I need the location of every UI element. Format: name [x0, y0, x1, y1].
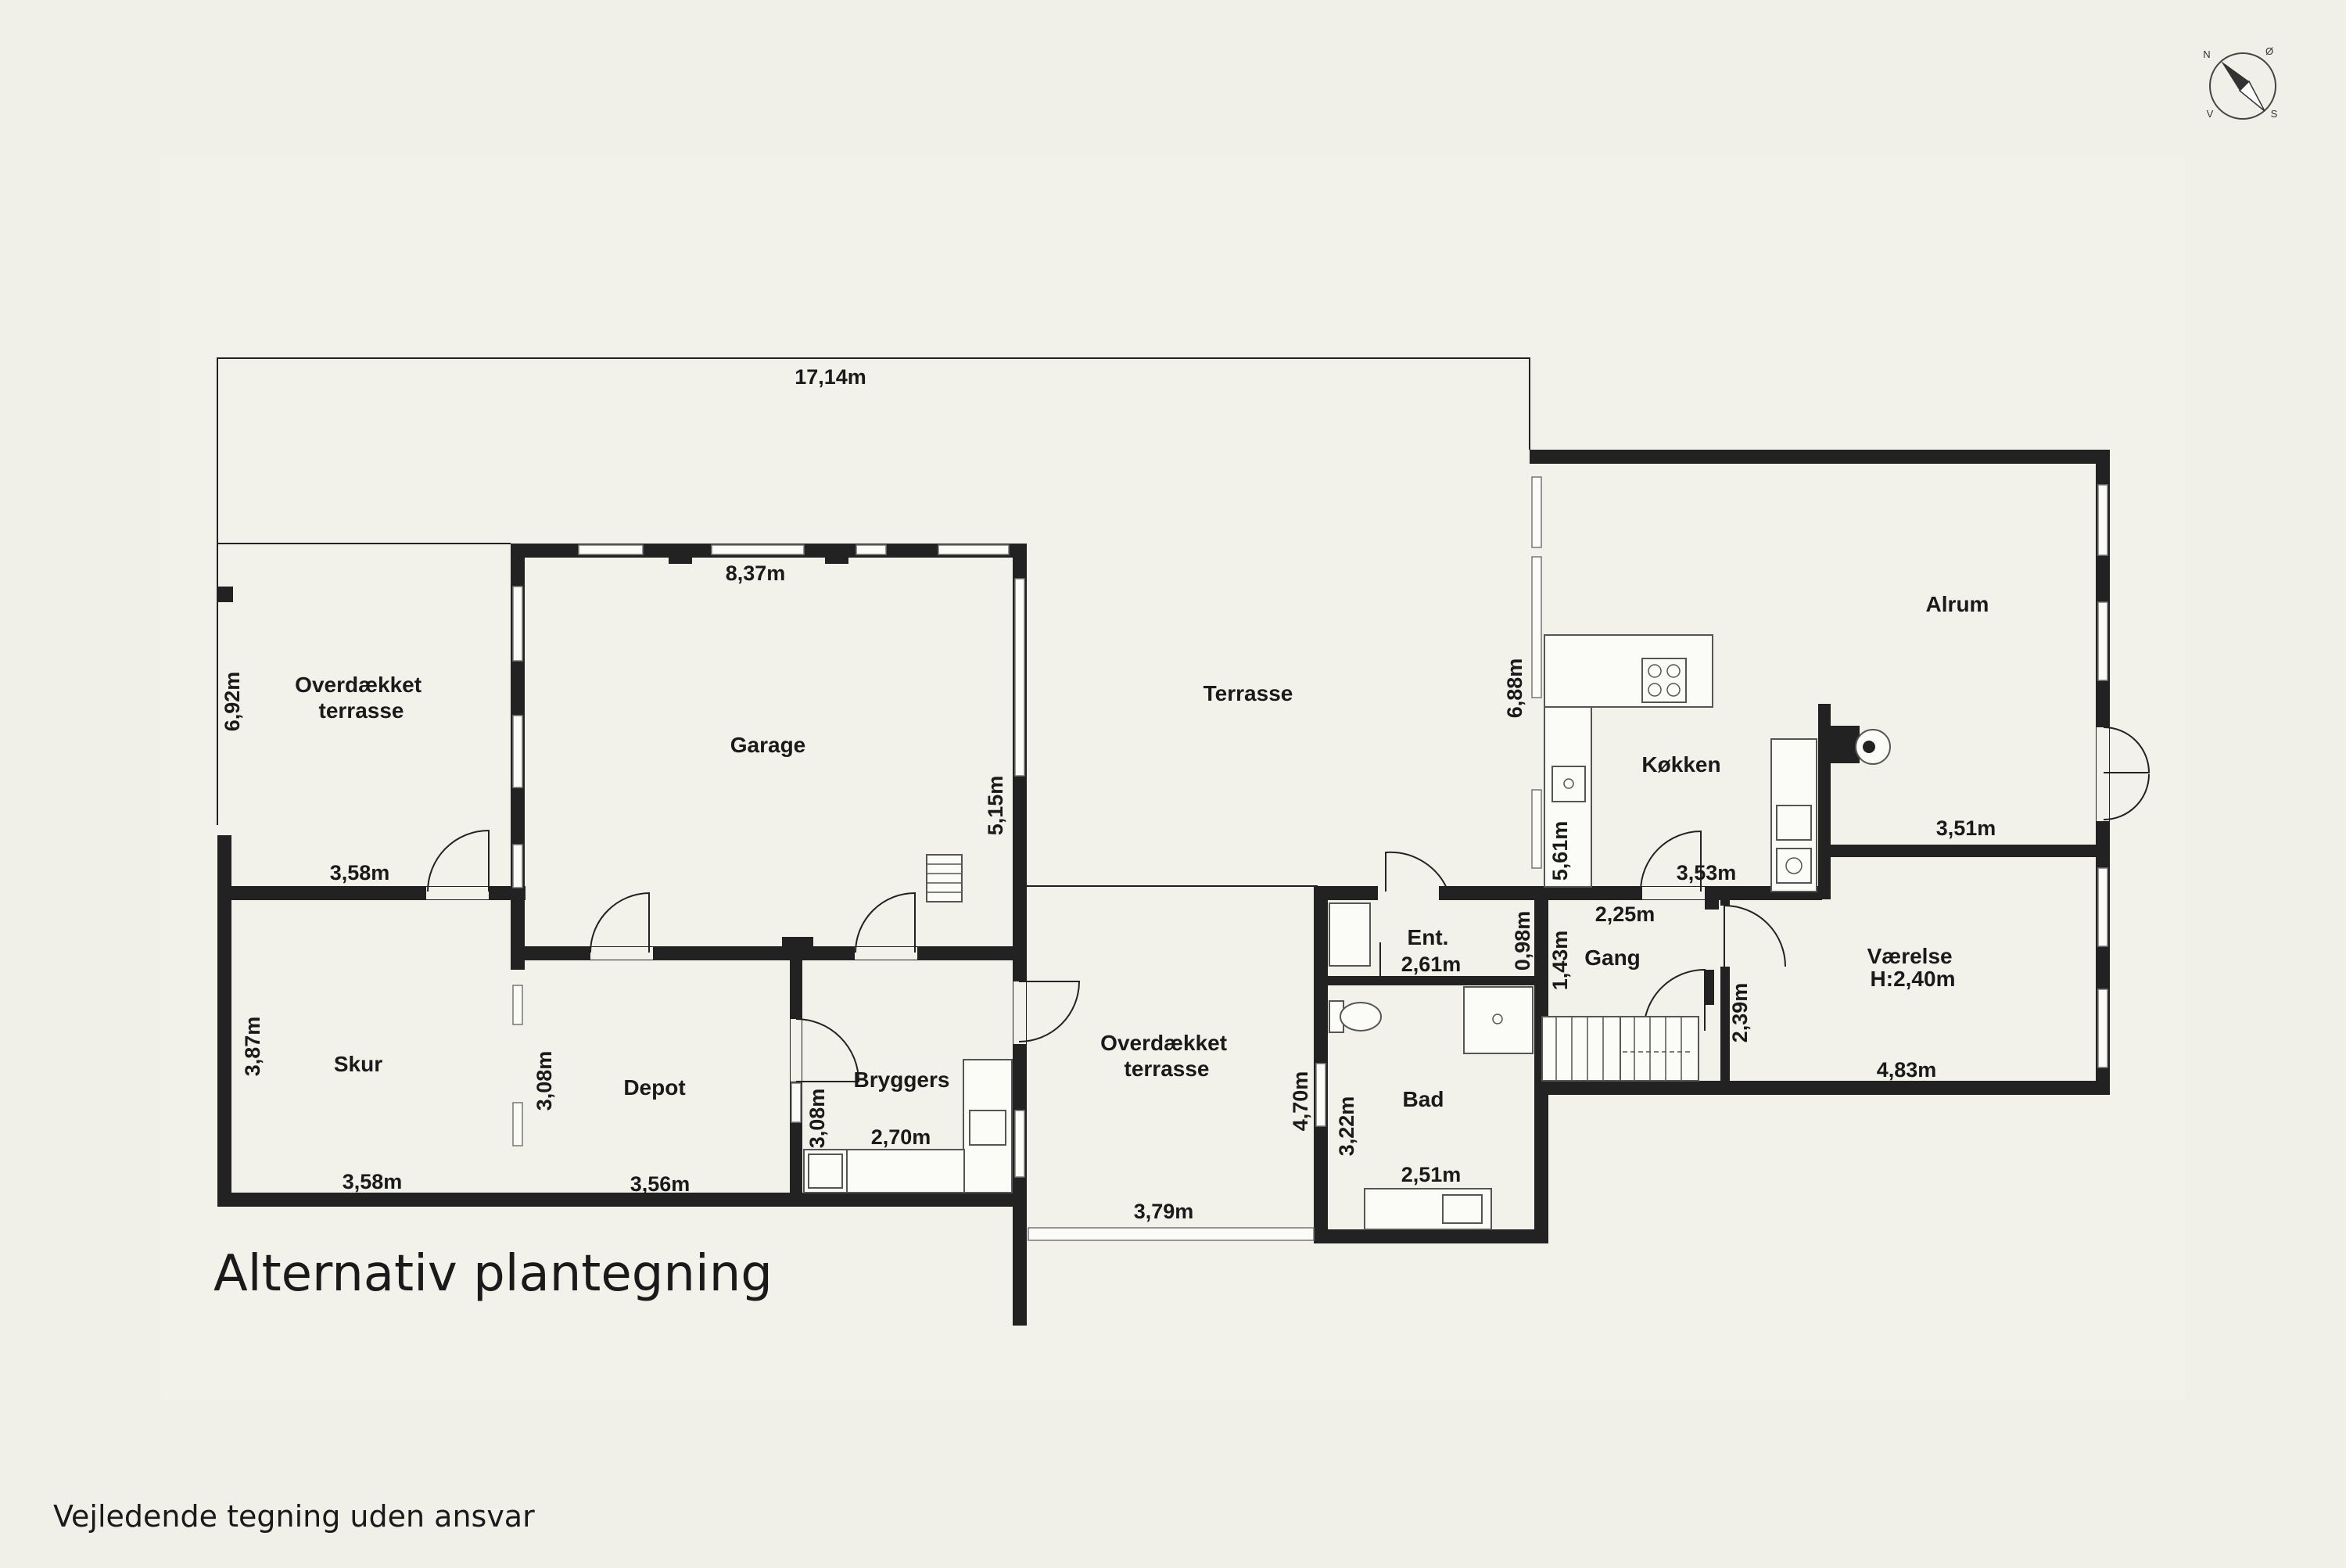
post — [825, 558, 848, 564]
dim-total-top: 17,14m — [795, 365, 866, 389]
room-alrum: Alrum — [1926, 592, 1989, 616]
room-labels: Overdækket terrasse Garage Terrasse Alru… — [295, 592, 1989, 1111]
plan-title: Alternativ plantegning — [213, 1245, 773, 1303]
room-terrasse: Terrasse — [1203, 681, 1293, 705]
stair-icon — [926, 854, 963, 902]
dim-skur-side: 3,87m — [241, 1017, 264, 1077]
room-ent: Ent. — [1408, 925, 1449, 949]
dim-vaerelse-bottom: 4,83m — [1877, 1058, 1937, 1082]
fixtures — [803, 634, 1891, 1230]
dim-alrum-bottom: 3,51m — [1936, 816, 1996, 840]
dim-garage-side: 5,15m — [984, 776, 1007, 836]
room-koekken: Køkken — [1641, 752, 1720, 777]
windows — [512, 476, 2108, 1241]
dim-gang-top: 2,25m — [1595, 902, 1655, 926]
kitchen-counter-right — [1770, 738, 1817, 892]
wardrobe — [1329, 902, 1371, 967]
compass-south: S — [2271, 108, 2278, 120]
dim-koekken-side: 5,61m — [1548, 821, 1572, 881]
bryggers-fixtures — [803, 1059, 1013, 1193]
dim-bad-side: 3,22m — [1335, 1096, 1358, 1157]
dim-terrasse2-side: 4,70m — [1289, 1071, 1312, 1132]
room-overdaekket-terrasse-1: Overdækket terrasse — [295, 673, 428, 723]
disclaimer-text: Vejledende tegning uden ansvar — [53, 1499, 535, 1534]
shower-icon — [1463, 986, 1534, 1054]
dim-ent-side: 0,98m — [1511, 911, 1534, 971]
dim-alrum-side: 6,88m — [1503, 658, 1526, 719]
compass-icon: N Ø S V — [2203, 45, 2278, 120]
compass-north: N — [2203, 48, 2210, 60]
kitchen-island — [1544, 634, 1713, 708]
room-bryggers: Bryggers — [854, 1067, 950, 1092]
dim-gang-side: 1,43m — [1548, 931, 1572, 991]
dim-koekken-bottom: 3,53m — [1677, 861, 1737, 884]
post — [217, 587, 233, 602]
dim-ent-width: 2,61m — [1401, 953, 1462, 976]
dim-bad-bottom: 2,51m — [1401, 1163, 1462, 1186]
staircase-icon — [1541, 1016, 1699, 1082]
compass-east: Ø — [2265, 45, 2273, 57]
doors — [426, 727, 2150, 1082]
dim-bryggers-side: 3,08m — [805, 1089, 829, 1149]
room-garage: Garage — [730, 733, 806, 757]
dim-terrasse2-bottom: 3,79m — [1134, 1200, 1194, 1223]
kitchen-counter — [1544, 706, 1592, 888]
room-gang: Gang — [1584, 945, 1641, 970]
post — [782, 937, 813, 954]
dim-garage-top: 8,37m — [726, 562, 786, 585]
dim-vaerelse-side: 2,39m — [1728, 983, 1752, 1043]
fireplace-icon — [1828, 726, 1891, 765]
dimension-labels: 17,14m 8,37m 6,92m 3,58m 5,15m 6,88m 5,6… — [221, 365, 1996, 1223]
compass-west: V — [2207, 108, 2214, 120]
dim-overdaekket-width: 3,58m — [330, 861, 390, 884]
room-vaerelse: Værelse H:2,40m — [1867, 944, 1959, 991]
room-overdaekket-terrasse-2: Overdækket terrasse — [1100, 1031, 1233, 1081]
dim-bryggers-bottom: 2,70m — [871, 1125, 931, 1149]
dim-depot-bottom: 3,56m — [630, 1172, 691, 1196]
dim-overdaekket-height: 6,92m — [221, 672, 244, 732]
vanity-icon — [1364, 1188, 1492, 1230]
dim-skur-bottom: 3,58m — [343, 1170, 403, 1193]
room-bad: Bad — [1403, 1087, 1444, 1111]
dim-depot-side: 3,08m — [533, 1051, 556, 1111]
room-depot: Depot — [623, 1075, 685, 1100]
post — [669, 558, 692, 564]
toilet-icon — [1329, 1000, 1382, 1033]
room-skur: Skur — [334, 1052, 382, 1076]
